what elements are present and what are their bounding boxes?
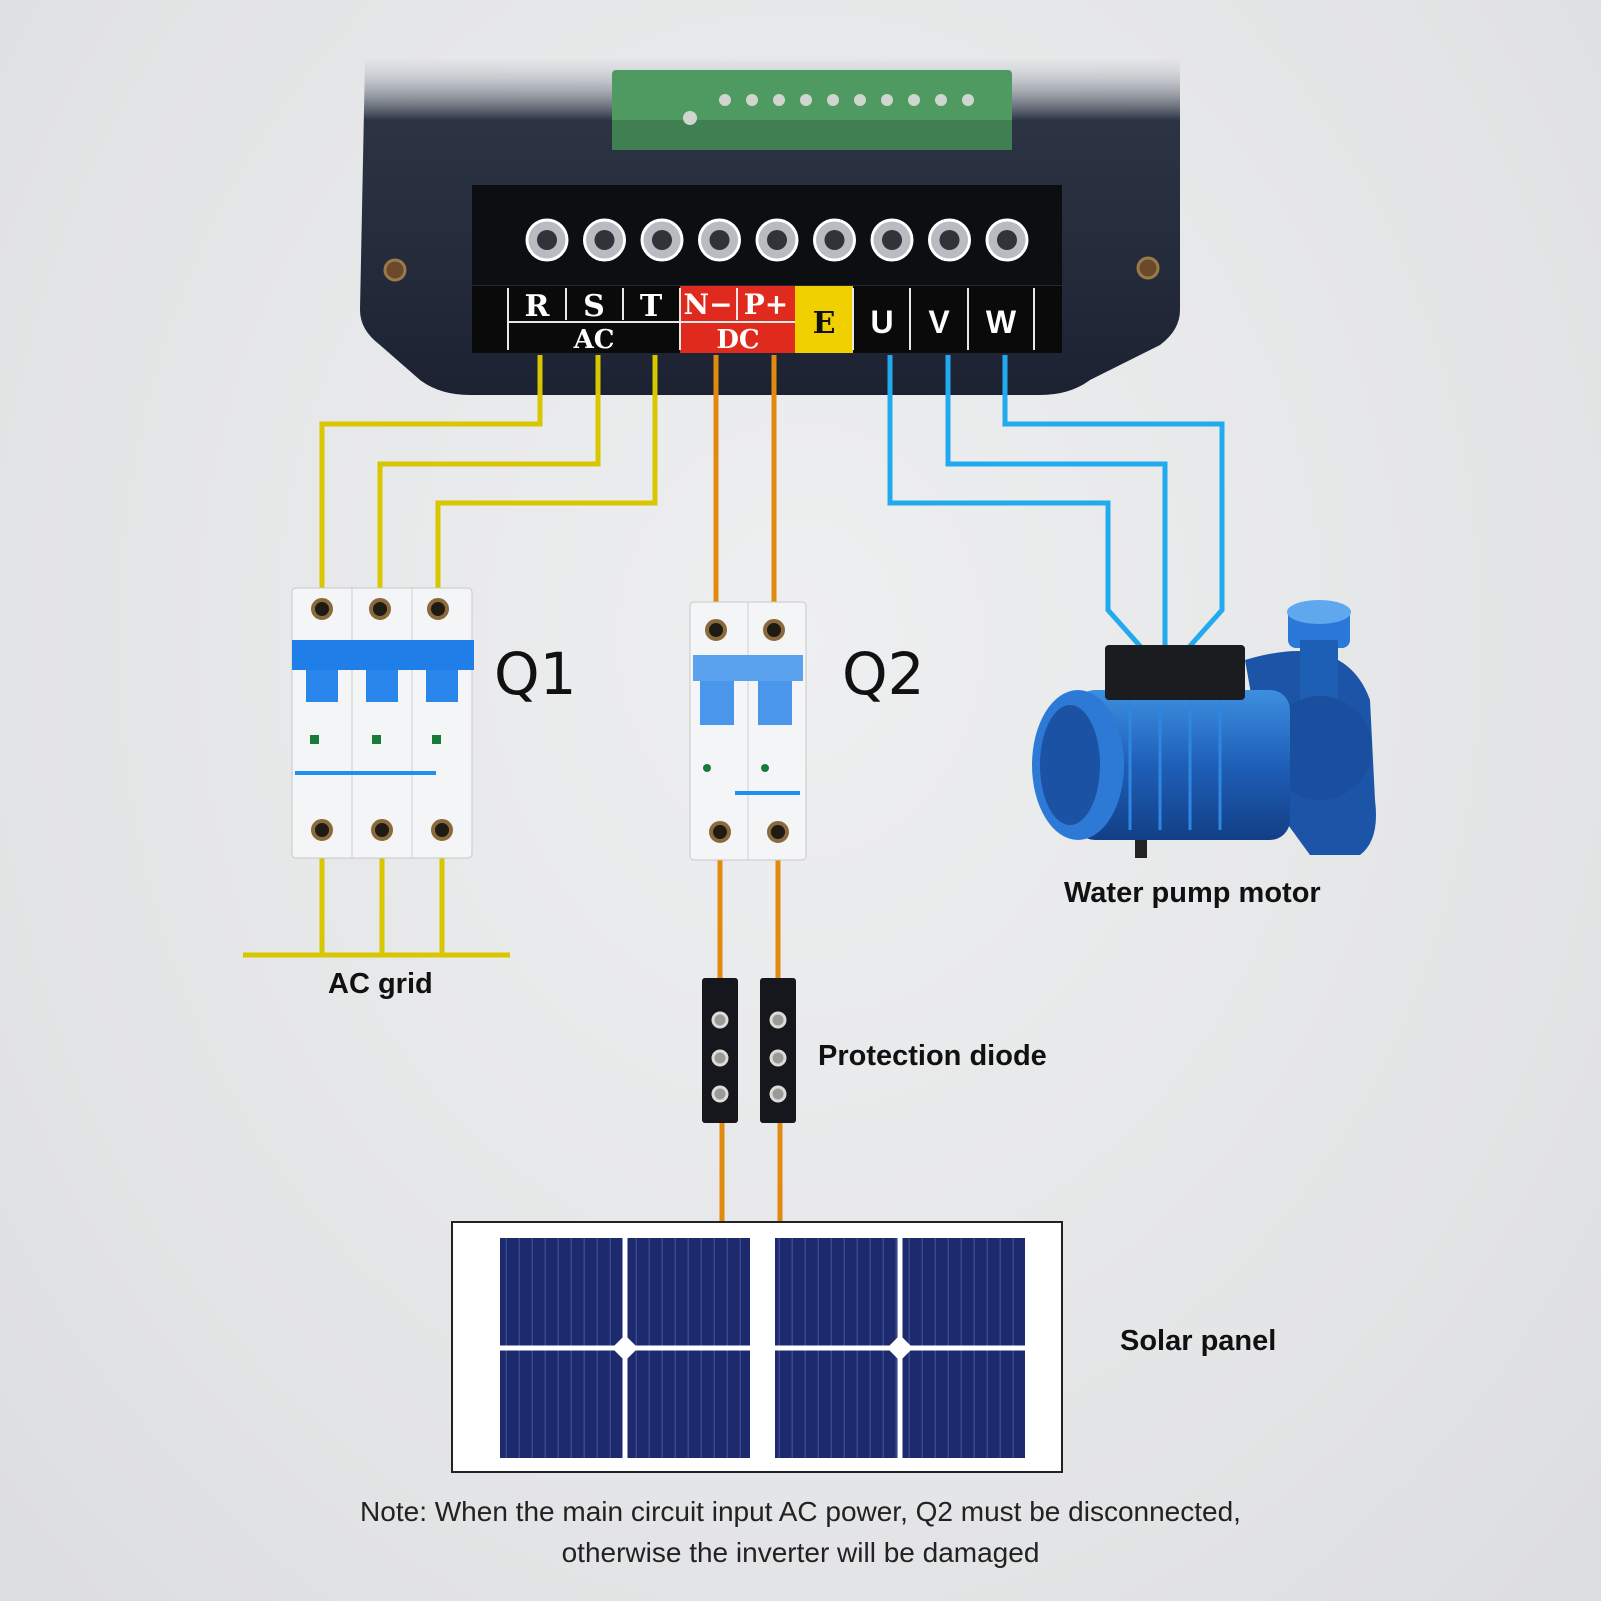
note-line-2: otherwise the inverter will be damaged (561, 1537, 1040, 1568)
dc-wires (713, 355, 783, 1222)
solar-panel-label: Solar panel (1120, 1325, 1277, 1357)
terminal-e-label: E (813, 306, 836, 341)
ac-grid-label: AC grid (328, 968, 433, 1000)
terminal-screw-head (882, 230, 902, 250)
q1-label: Q1 (494, 640, 577, 708)
motor-wires (887, 355, 1225, 657)
protection-diodes (702, 978, 796, 1123)
solar-panel-icon (451, 1221, 1063, 1473)
screw-icon (1136, 256, 1160, 280)
protection-diode-label: Protection diode (818, 1040, 1047, 1072)
terminal-n-label: N− (683, 288, 732, 321)
note-line-1: Note: When the main circuit input AC pow… (360, 1496, 1241, 1527)
pump-terminal-box (1105, 645, 1245, 700)
q2-label: Q2 (842, 640, 925, 708)
screw-icon (383, 258, 407, 282)
terminal-screw-head (709, 230, 730, 250)
earth-label-bg (795, 286, 853, 353)
breaker-q1 (291, 587, 474, 859)
ac-wires (243, 355, 658, 958)
terminal-screw-head (824, 230, 845, 250)
terminal-screws (525, 218, 1029, 262)
terminal-w-label: W (986, 304, 1017, 340)
terminal-r-label: R (525, 289, 551, 324)
terminal-screw-head (767, 230, 787, 250)
water-pump-icon (1032, 600, 1376, 858)
ac-group-label: AC (573, 325, 615, 355)
terminal-t-label: T (640, 289, 663, 324)
terminal-screw-head (997, 230, 1017, 250)
dc-group-label: DC (716, 325, 759, 355)
terminal-p-label: P+ (744, 288, 789, 321)
terminal-screw-head (537, 230, 557, 250)
water-pump-label: Water pump motor (1064, 877, 1321, 909)
terminal-v-label: V (928, 304, 950, 340)
breaker-handle-bar (292, 640, 474, 670)
inverter: R S T AC N− P+ DC E U V W (360, 60, 1180, 395)
terminal-screw-head (939, 230, 960, 250)
terminal-u-label: U (870, 304, 893, 340)
terminal-s-label: S (583, 289, 605, 324)
terminal-screw-head (594, 230, 615, 250)
breaker-q2 (689, 601, 807, 861)
terminal-screw-head (652, 230, 672, 250)
